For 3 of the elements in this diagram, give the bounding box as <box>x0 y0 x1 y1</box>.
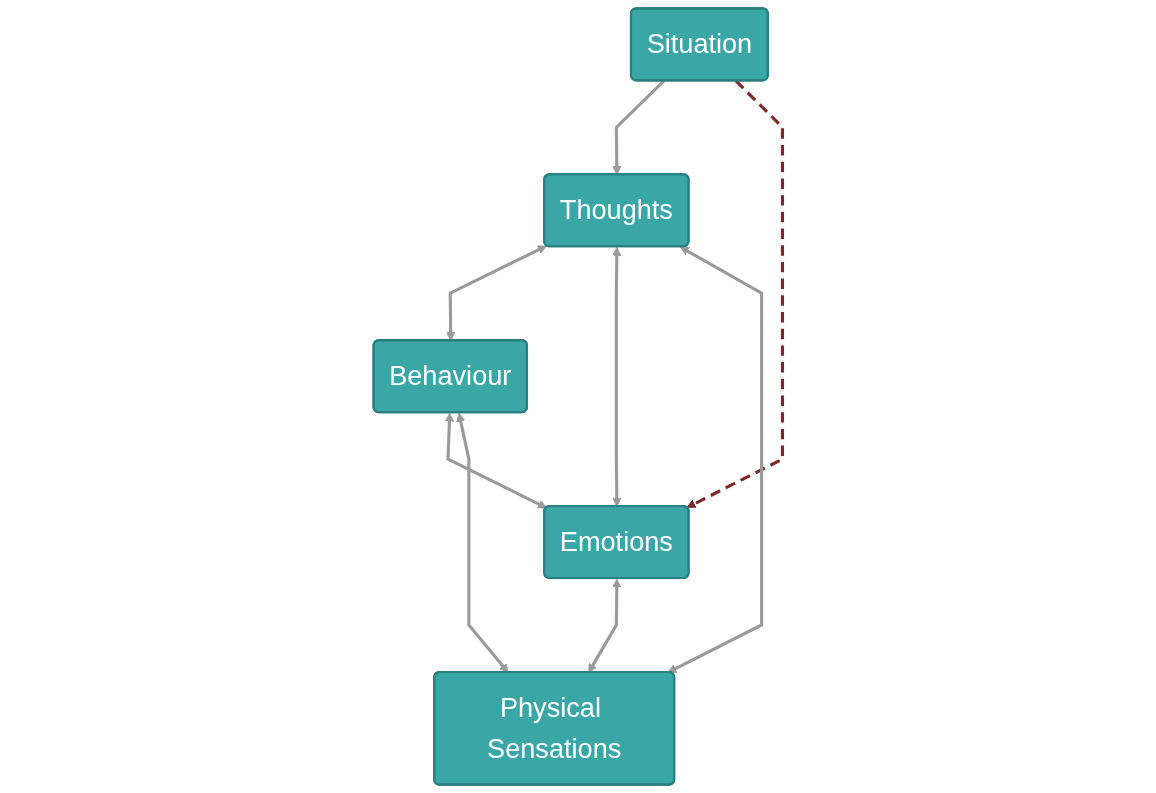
arrow <box>667 246 764 673</box>
arrow <box>612 246 622 507</box>
arrow <box>444 412 547 509</box>
